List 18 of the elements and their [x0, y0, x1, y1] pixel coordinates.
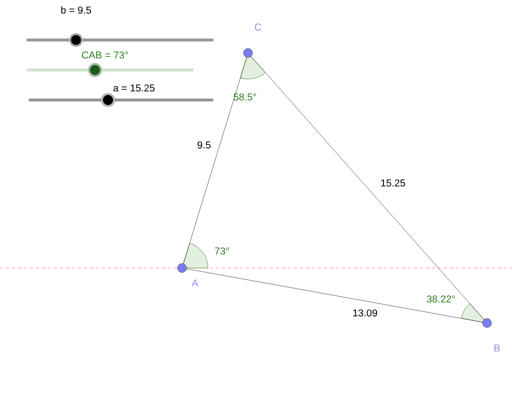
- side-length: 13.09: [353, 309, 378, 317]
- point: [482, 318, 492, 328]
- slider-label: b = 9.5: [61, 6, 91, 14]
- point-label: B: [494, 344, 500, 352]
- point-label: C: [254, 23, 262, 31]
- point-label: A: [192, 280, 198, 286]
- angle-label: 38.22°: [426, 295, 455, 303]
- point: [243, 48, 253, 58]
- triangle-side: [183, 57, 247, 264]
- triangle-side: [250, 56, 484, 320]
- side-length: 15.25: [381, 179, 406, 187]
- side-length: 9.5: [198, 141, 211, 149]
- triangle-side: [186, 268, 483, 322]
- angle-label: 73°: [214, 247, 229, 255]
- angle-label: 58.5°: [234, 93, 256, 101]
- slider-label: a = 15.25: [113, 84, 155, 92]
- point: [177, 263, 187, 273]
- slider-label: CAB = 73°: [82, 51, 128, 59]
